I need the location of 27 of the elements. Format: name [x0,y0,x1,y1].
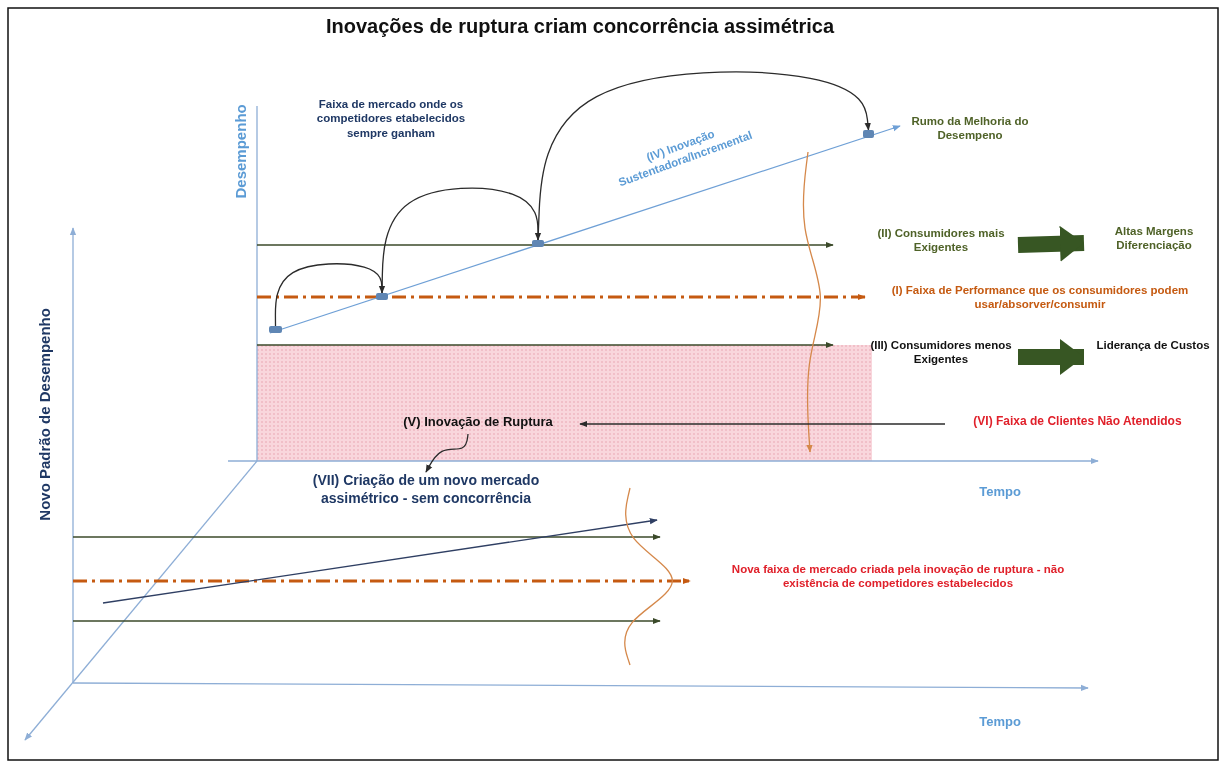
block-arrow [1018,339,1084,375]
category-label: (VI) Faixa de Clientes Não Atendidos [945,414,1210,434]
category-label: (V) Inovação de Ruptura [378,414,578,434]
arrow [579,420,946,428]
curved-arrow [274,263,386,327]
data-point-marker [863,130,874,138]
category-label: Liderança de Custos [1090,338,1216,376]
annotation-text: (I) Faixa de Performance que os consumidores podem usar/absorver/consumir [890,283,1190,312]
annotation-text: Faixa de mercado onde os competidores etabelecidos sempre ganham [315,97,467,141]
annotation-text: Rumo da Melhoria do Desempeno [910,114,1030,143]
block-arrow [1017,225,1085,262]
curved-arrow [537,71,871,241]
data-point-marker [532,240,544,247]
category-label: (VII) Criação de um novo mercado assimétrico - sem concorrência [288,472,564,516]
data-point-marker [376,293,388,300]
axis-label: Novo Padrão de Desempenho [35,307,54,523]
annotation-text: Tempo [978,714,1022,731]
category-label: (III) Consumidores menos Exigentes [870,338,1012,376]
axis-label: Desempenho [231,103,250,201]
annotation-text: Tempo [978,484,1022,501]
data-point-marker [269,326,282,333]
diagram-title: Inovações de ruptura criam concorrência assimétrica [325,14,836,39]
curved-arrow [381,187,542,294]
category-label: Altas Margens Diferenciação [1090,224,1218,262]
curved-arrow [425,433,469,473]
annotation-text: Nova faixa de mercado criada pela inovação de ruptura - não existência de competidores estabelecidos [730,562,1066,591]
category-label: (II) Consumidores mais Exigentes [870,226,1012,264]
